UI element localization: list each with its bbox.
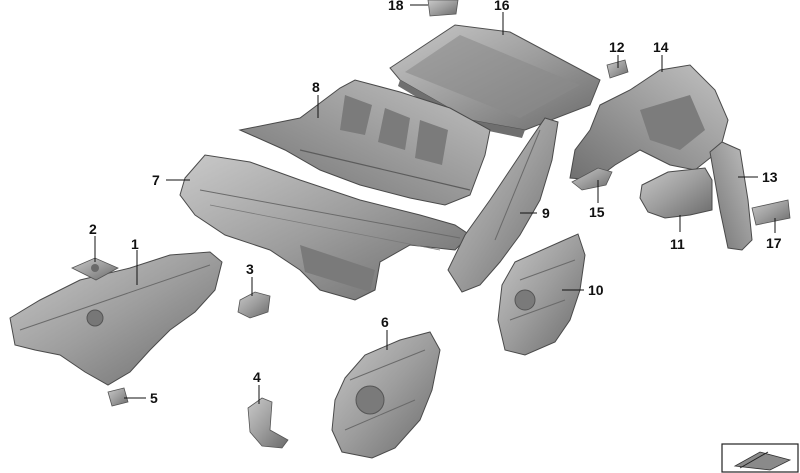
callout-2: 2 (89, 221, 97, 237)
part-12-pad (606, 59, 629, 79)
callout-5: 5 (150, 390, 158, 406)
part-17-pad (751, 199, 791, 226)
callout-9: 9 (542, 205, 550, 221)
leader-lines (94, 4, 776, 404)
part-3-bracket (237, 291, 271, 319)
parts-reference-icon (721, 443, 799, 473)
callout-17: 17 (766, 235, 782, 251)
callout-7: 7 (152, 172, 160, 188)
part-18-pad (427, 0, 459, 17)
callout-4: 4 (253, 369, 261, 385)
part-14-wheel-arch (569, 64, 729, 181)
callout-16: 16 (494, 0, 510, 13)
part-5-clip (107, 387, 129, 407)
part-13-strip (709, 141, 753, 251)
callout-labels: 1 2 3 4 5 6 7 8 9 10 11 12 13 14 15 16 1… (89, 0, 782, 406)
callout-11: 11 (670, 236, 685, 252)
callout-8: 8 (312, 79, 320, 95)
callout-12: 12 (609, 39, 625, 55)
callout-10: 10 (588, 282, 604, 298)
part-4-bracket (247, 397, 289, 449)
part-11-curved-panel (639, 167, 713, 219)
callout-15: 15 (589, 204, 605, 220)
part-2-plate (71, 257, 119, 281)
callout-13: 13 (762, 169, 778, 185)
part-1-floor-insulation (9, 251, 223, 386)
part-15-bracket (571, 167, 613, 191)
part-9-pillar-trim (447, 117, 559, 293)
callout-14: 14 (653, 39, 669, 55)
callout-3: 3 (246, 261, 254, 277)
part-10-door-panel (497, 233, 586, 356)
part-6-door-panel (331, 331, 441, 459)
callout-18: 18 (388, 0, 404, 13)
callout-1: 1 (131, 236, 139, 252)
callout-6: 6 (381, 314, 389, 330)
part-7-floor-panel (179, 154, 471, 301)
part-16-panel (389, 24, 601, 138)
part-8-mat (238, 79, 491, 206)
